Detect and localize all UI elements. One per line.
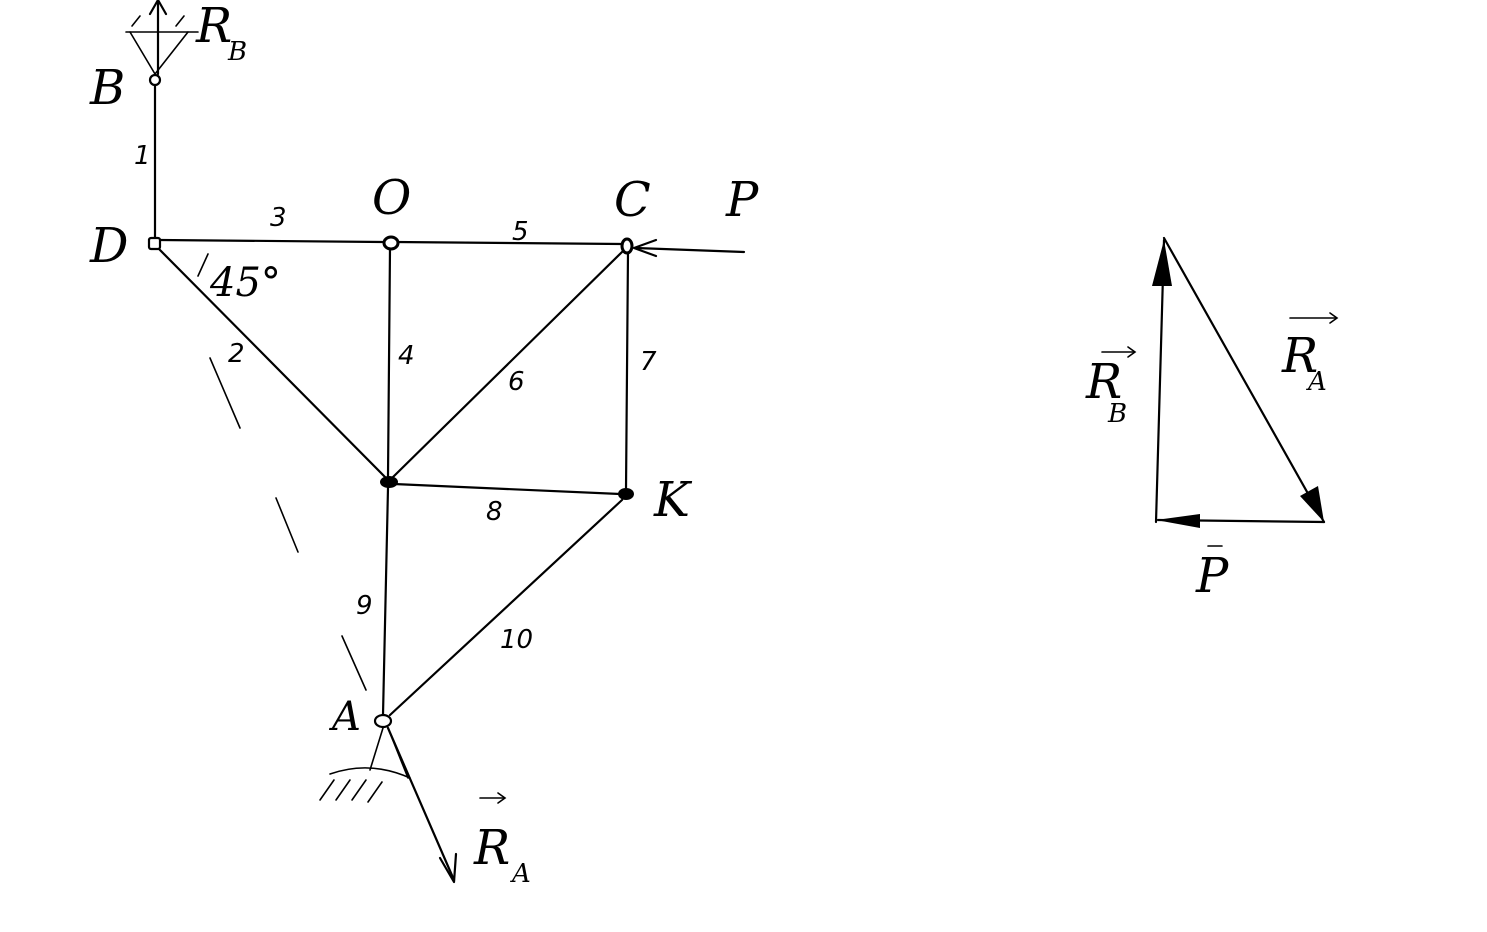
joint-K bbox=[618, 488, 634, 500]
load-P-arrow bbox=[632, 238, 746, 258]
reaction-RA-arrow bbox=[386, 726, 458, 884]
reaction-RB-arrow bbox=[148, 0, 168, 76]
node-label-D: D bbox=[89, 218, 128, 274]
triangle-label-P: P bbox=[1195, 545, 1229, 604]
triangle-label-RB: R B bbox=[1085, 346, 1137, 429]
joint-C bbox=[620, 237, 634, 255]
bar-label-5: 5 bbox=[512, 217, 529, 247]
bar-label-3: 3 bbox=[270, 203, 287, 233]
triangle-RA-arrowhead bbox=[1300, 486, 1324, 522]
angle-tick bbox=[197, 253, 209, 277]
bar-label-9: 9 bbox=[356, 591, 373, 621]
truss-members bbox=[153, 80, 630, 717]
bar-7 bbox=[624, 250, 630, 492]
reaction-RA-label-group: R A bbox=[473, 792, 531, 889]
svg-text:B: B bbox=[1107, 399, 1127, 429]
node-label-C: C bbox=[614, 172, 651, 228]
node-label-K: K bbox=[653, 472, 693, 528]
reaction-RA-subscript: A bbox=[510, 859, 531, 889]
angle-label: 45° bbox=[209, 260, 281, 306]
load-P-label: P bbox=[725, 172, 759, 228]
bar-label-6: 6 bbox=[508, 367, 525, 397]
force-triangle bbox=[1152, 236, 1326, 528]
joint-D bbox=[147, 236, 162, 251]
bar-2 bbox=[156, 246, 388, 480]
bar-label-2: 2 bbox=[228, 339, 245, 369]
node-label-B: B bbox=[89, 60, 125, 116]
joint-B bbox=[148, 73, 162, 87]
bar-label-1: 1 bbox=[134, 141, 151, 171]
line-of-action bbox=[209, 357, 367, 691]
bar-3 bbox=[158, 238, 387, 244]
triangle-label-RA: R A bbox=[1281, 312, 1339, 397]
bar-label-7: 7 bbox=[640, 347, 657, 377]
svg-text:P: P bbox=[1195, 548, 1229, 604]
bar-label-10: 10 bbox=[500, 625, 533, 655]
bar-6 bbox=[390, 250, 624, 480]
support-B bbox=[125, 15, 199, 75]
bar-5 bbox=[393, 240, 624, 246]
bar-4 bbox=[386, 246, 392, 478]
bar-label-4: 4 bbox=[398, 341, 415, 371]
bar-9 bbox=[381, 486, 390, 717]
joint-E bbox=[380, 476, 398, 488]
triangle-RA-side bbox=[1162, 236, 1326, 524]
joint-A bbox=[373, 713, 393, 729]
node-label-A: A bbox=[328, 694, 361, 740]
reaction-RB-subscript: B bbox=[227, 37, 247, 67]
reaction-RA-label: R bbox=[473, 820, 510, 876]
truss-joints bbox=[147, 73, 634, 729]
bar-label-8: 8 bbox=[486, 497, 503, 527]
svg-text:A: A bbox=[1306, 367, 1327, 397]
svg-text:R: R bbox=[1085, 354, 1122, 410]
node-label-O: O bbox=[372, 170, 411, 226]
triangle-P-arrowhead bbox=[1156, 514, 1200, 528]
triangle-RB-arrowhead bbox=[1152, 240, 1172, 286]
reaction-RB-label: R bbox=[195, 0, 232, 54]
joint-O bbox=[382, 235, 400, 251]
svg-text:R: R bbox=[1281, 328, 1318, 384]
triangle-RB-side bbox=[1154, 238, 1166, 524]
bar-10 bbox=[388, 498, 624, 717]
bar-8 bbox=[392, 482, 622, 496]
